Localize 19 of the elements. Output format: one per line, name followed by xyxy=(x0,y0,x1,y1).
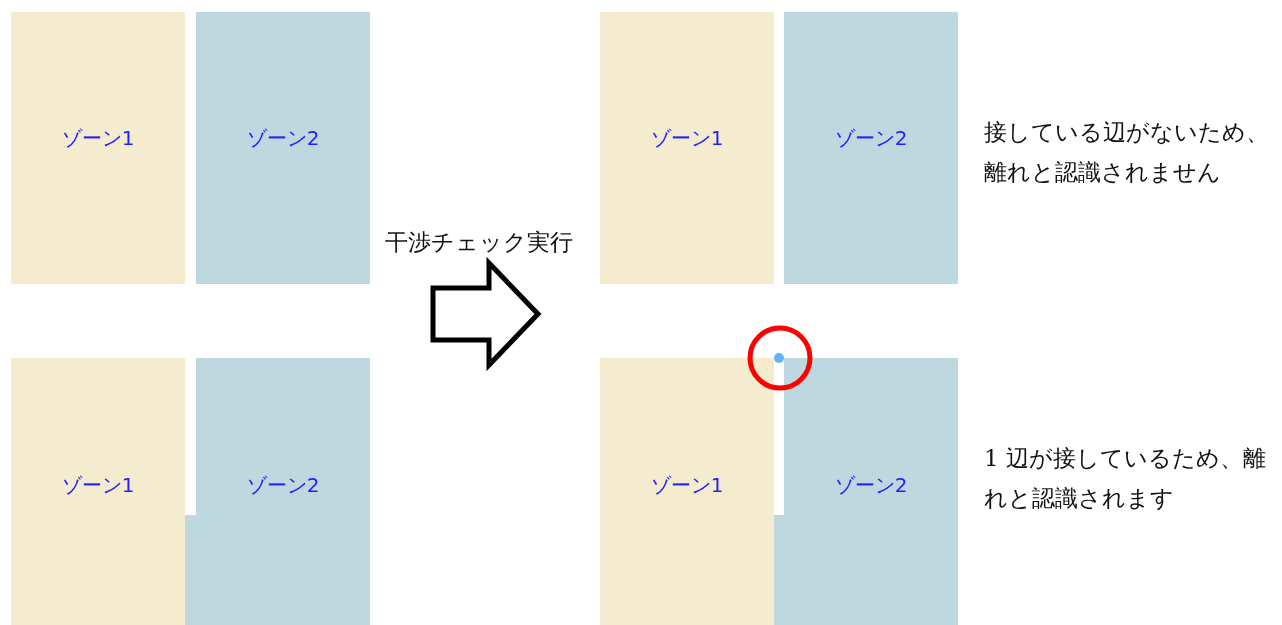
zone-area xyxy=(600,12,774,284)
zone-area xyxy=(11,12,185,284)
zone-label: ゾーン1 xyxy=(61,471,135,499)
zone-label: ゾーン2 xyxy=(246,124,320,152)
note-text: 接している辺がないため、離れと認識されません xyxy=(984,118,1270,187)
arrow-label: 干渉チェック実行 xyxy=(385,228,574,257)
zone-label: ゾーン1 xyxy=(61,124,135,152)
zone-area xyxy=(784,12,958,284)
zone-area xyxy=(11,358,185,625)
zone-area xyxy=(196,12,370,284)
zone-label: ゾーン2 xyxy=(834,124,908,152)
zone-label: ゾーン2 xyxy=(834,471,908,499)
zone-label: ゾーン2 xyxy=(246,471,320,499)
zone-label: ゾーン1 xyxy=(650,124,724,152)
zone-area xyxy=(600,358,774,625)
zone-label: ゾーン1 xyxy=(650,471,724,499)
note-text: 1 辺が接しているため、離れと認識されます xyxy=(984,444,1267,513)
zone-area xyxy=(185,358,370,625)
zone-area xyxy=(774,358,958,625)
